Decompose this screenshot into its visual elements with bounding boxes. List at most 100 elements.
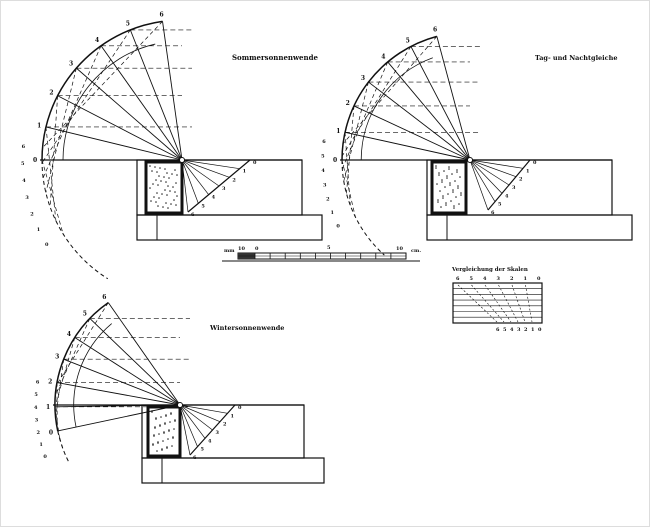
gnomon-point (179, 157, 185, 163)
length-scale: mm 10 0 5 10 cm. (222, 245, 421, 262)
wall-hour-ray (179, 404, 198, 447)
pillar-hatch (159, 167, 161, 169)
pillar-hatch (445, 204, 447, 206)
wall-hour-ray (179, 404, 206, 439)
comparison-title: Vergleichung der Skalen (451, 267, 528, 273)
scale-label-10mm: 10 (238, 246, 245, 252)
comparison-top-label: 3 (497, 276, 501, 282)
pillar-hatch (154, 166, 156, 168)
pillar-hatch (442, 195, 444, 197)
scale-unit-mm: mm (224, 248, 235, 254)
pillar-hatch (437, 201, 439, 203)
comparison-diagonal (511, 284, 526, 323)
pillar-hatch (176, 195, 178, 197)
hour-label: 5 (126, 20, 130, 27)
projected-hour-label: 2 (30, 211, 34, 217)
pillar-hatch (456, 171, 458, 173)
pillar-hatch (459, 176, 461, 178)
pillar-hatch (159, 425, 161, 427)
hour-ray (56, 382, 181, 406)
pillar-hatch (168, 430, 170, 432)
dashed-projection (346, 105, 355, 194)
wall-hour-label: 2 (223, 422, 227, 428)
pillar-hatch (169, 190, 171, 192)
pillar-hatch (158, 197, 160, 199)
pillar-hatch (453, 207, 455, 209)
pillar-hatch (458, 203, 460, 205)
hour-label: 3 (55, 354, 59, 361)
hour-ray (353, 105, 471, 161)
pillar-hatch (452, 189, 454, 191)
pillar-hatch (442, 197, 444, 199)
pillar-hatch (167, 185, 169, 187)
hour-label: 6 (160, 11, 164, 18)
dashed-projection (55, 318, 91, 396)
comparison-bottom-label: 2 (524, 327, 528, 333)
pillar-hatch (160, 416, 162, 418)
pillar-hatch (170, 203, 172, 205)
projected-hour-label: 5 (21, 161, 25, 167)
hour-label: 1 (37, 122, 41, 129)
dashed-projection (341, 46, 412, 157)
pillar-hatch (164, 423, 166, 425)
hour-label: 5 (406, 37, 410, 44)
dashed-projection (54, 337, 76, 407)
dashed-projection (45, 126, 57, 221)
pillar-hatch (438, 172, 440, 174)
pillar-hatch (149, 165, 151, 167)
pillar-hatch (156, 171, 158, 173)
pillar-hatch (457, 187, 459, 189)
hour-ray (162, 21, 183, 161)
wall-hour-ray (179, 404, 213, 431)
pillar-hatch (174, 420, 176, 422)
comparison-box (452, 282, 543, 324)
projected-hour-label: 2 (37, 430, 41, 436)
wall-hour-label: 0 (238, 405, 242, 411)
comparison-bottom-label: 1 (531, 327, 534, 333)
hour-label: 0 (333, 157, 337, 164)
wall-hour-label: 4 (505, 193, 509, 199)
hour-ray (57, 404, 181, 432)
dashed-projection (344, 132, 351, 206)
hour-ray (63, 358, 181, 406)
comparison-diagonal (498, 284, 519, 323)
hour-label: 3 (361, 75, 365, 82)
projected-hour-label: 6 (36, 380, 40, 386)
inner-arc (360, 57, 433, 161)
hour-ray (76, 67, 183, 161)
scale-label-0: 0 (255, 246, 259, 252)
dashed-projection (55, 359, 65, 418)
wall-hour-label: 5 (201, 447, 205, 453)
projected-hour-label: 0 (336, 223, 340, 229)
hour-label: 2 (48, 378, 52, 385)
dashed-projection (341, 61, 389, 169)
inner-arc (73, 323, 112, 428)
wall-hour-label: 4 (208, 438, 212, 444)
title-sommersonnenwende: Sommersonnenwende (232, 53, 318, 62)
hour-label: 6 (102, 294, 106, 301)
comparison-top-label: 5 (470, 276, 474, 282)
scale-unit-cm: cm. (411, 248, 421, 254)
hour-ray (74, 337, 181, 406)
projected-hour-label: 3 (323, 182, 327, 188)
comparison-bottom-label: 5 (503, 327, 507, 333)
pillar-hatch (165, 415, 167, 417)
projected-hour-label: 1 (39, 442, 42, 448)
comparison-bottom-label: 6 (496, 327, 500, 333)
pillar-hatch (176, 174, 178, 176)
pillar-hatch (440, 206, 442, 208)
pillar-hatch (164, 168, 166, 170)
pillar-hatch (160, 180, 162, 182)
wall-hour-label: 4 (212, 195, 216, 201)
pillar-hatch (154, 427, 156, 429)
wall-hour-ray (469, 159, 517, 177)
title-wintersonnenwende: Wintersonnenwende (209, 324, 284, 332)
wall-hour-ray (181, 159, 220, 187)
pillar-hatch (453, 205, 455, 207)
wall-hour-ray (181, 159, 209, 195)
pillar-hatch (165, 202, 167, 204)
scale-label-5: 5 (327, 245, 331, 251)
pillar-hatch (156, 192, 158, 194)
